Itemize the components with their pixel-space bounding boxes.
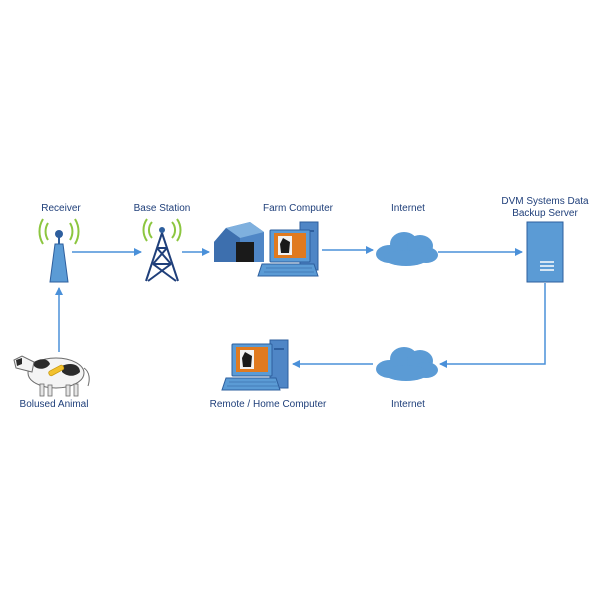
- cow-icon: [13, 355, 90, 397]
- internet-cloud-bottom-icon: [376, 347, 438, 381]
- bolus-icon: [48, 364, 65, 377]
- remote-computer-icon: [221, 339, 289, 391]
- barn-icon: [214, 222, 264, 262]
- internet-top-label: Internet: [391, 203, 425, 214]
- base-station-tower-icon: [142, 218, 182, 282]
- server-icon: [526, 221, 564, 283]
- remote-computer-label: Remote / Home Computer: [210, 399, 327, 410]
- base-station-label: Base Station: [134, 203, 191, 214]
- arrow-server-to-internet: [439, 283, 546, 368]
- server-label-line2: Backup Server: [512, 208, 578, 219]
- internet-bottom-label: Internet: [391, 399, 425, 410]
- receiver-antenna-icon: [38, 218, 80, 283]
- internet-cloud-top-icon: [376, 232, 438, 266]
- server-label-line1: DVM Systems Data: [501, 196, 589, 207]
- farm-computer-icon: [257, 221, 319, 277]
- bolused-animal-label: Bolused Animal: [20, 399, 89, 410]
- receiver-label: Receiver: [41, 203, 81, 214]
- farm-computer-label: Farm Computer: [263, 203, 334, 214]
